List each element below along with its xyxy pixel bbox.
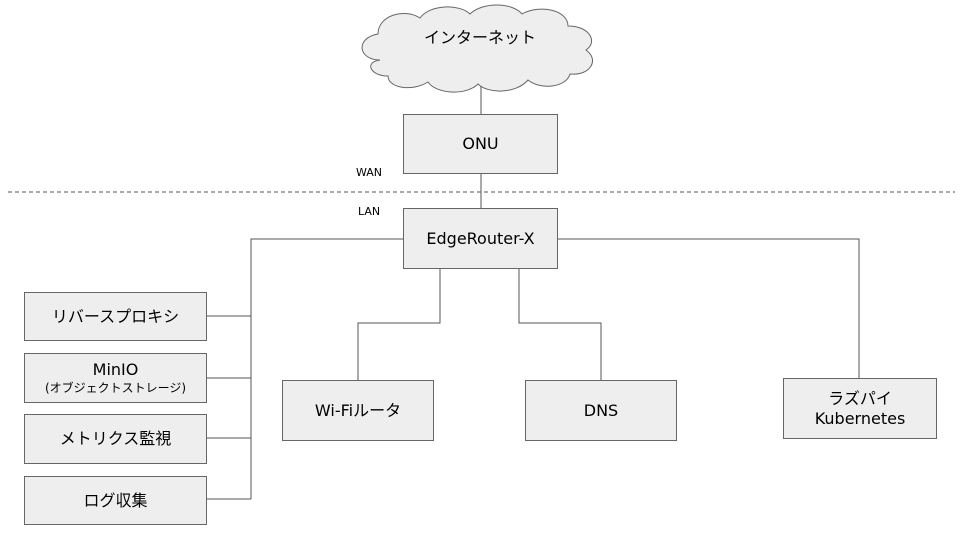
raspi-label-line1: ラズパイ bbox=[828, 388, 892, 408]
reverse-proxy-label: リバースプロキシ bbox=[51, 306, 180, 326]
raspi-node: ラズパイ Kubernetes bbox=[783, 378, 937, 439]
reverse-proxy-node: リバースプロキシ bbox=[24, 292, 207, 341]
log-collection-label: ログ収集 bbox=[83, 490, 148, 510]
internet-label: インターネット bbox=[423, 28, 536, 47]
lan-zone-label: LAN bbox=[358, 205, 381, 218]
router-node: EdgeRouter-X bbox=[403, 208, 558, 269]
router-label: EdgeRouter-X bbox=[426, 228, 535, 248]
link-router-raspi bbox=[558, 238, 860, 378]
minio-label: MinIO bbox=[92, 360, 139, 379]
metrics-node: メトリクス監視 bbox=[24, 414, 207, 464]
minio-sublabel: (オブジェクトストレージ) bbox=[44, 381, 187, 395]
wan-zone-label: WAN bbox=[356, 166, 383, 179]
onu-label: ONU bbox=[462, 134, 499, 153]
raspi-label-line2: Kubernetes bbox=[814, 408, 906, 428]
dns-label: DNS bbox=[583, 400, 619, 420]
onu-node: ONU bbox=[403, 114, 558, 174]
metrics-label: メトリクス監視 bbox=[59, 429, 172, 448]
internet-cloud-icon bbox=[361, 4, 593, 93]
link-router-dns bbox=[518, 269, 602, 380]
wifi-router-label: Wi-Fiルータ bbox=[314, 400, 402, 420]
dns-node: DNS bbox=[525, 380, 677, 441]
wifi-router-node: Wi-Fiルータ bbox=[282, 380, 434, 441]
link-router-wifi bbox=[357, 269, 441, 380]
link-router-left-bus bbox=[250, 238, 404, 499]
log-collection-node: ログ収集 bbox=[24, 476, 207, 525]
minio-node: MinIO (オブジェクトストレージ) bbox=[24, 353, 207, 403]
